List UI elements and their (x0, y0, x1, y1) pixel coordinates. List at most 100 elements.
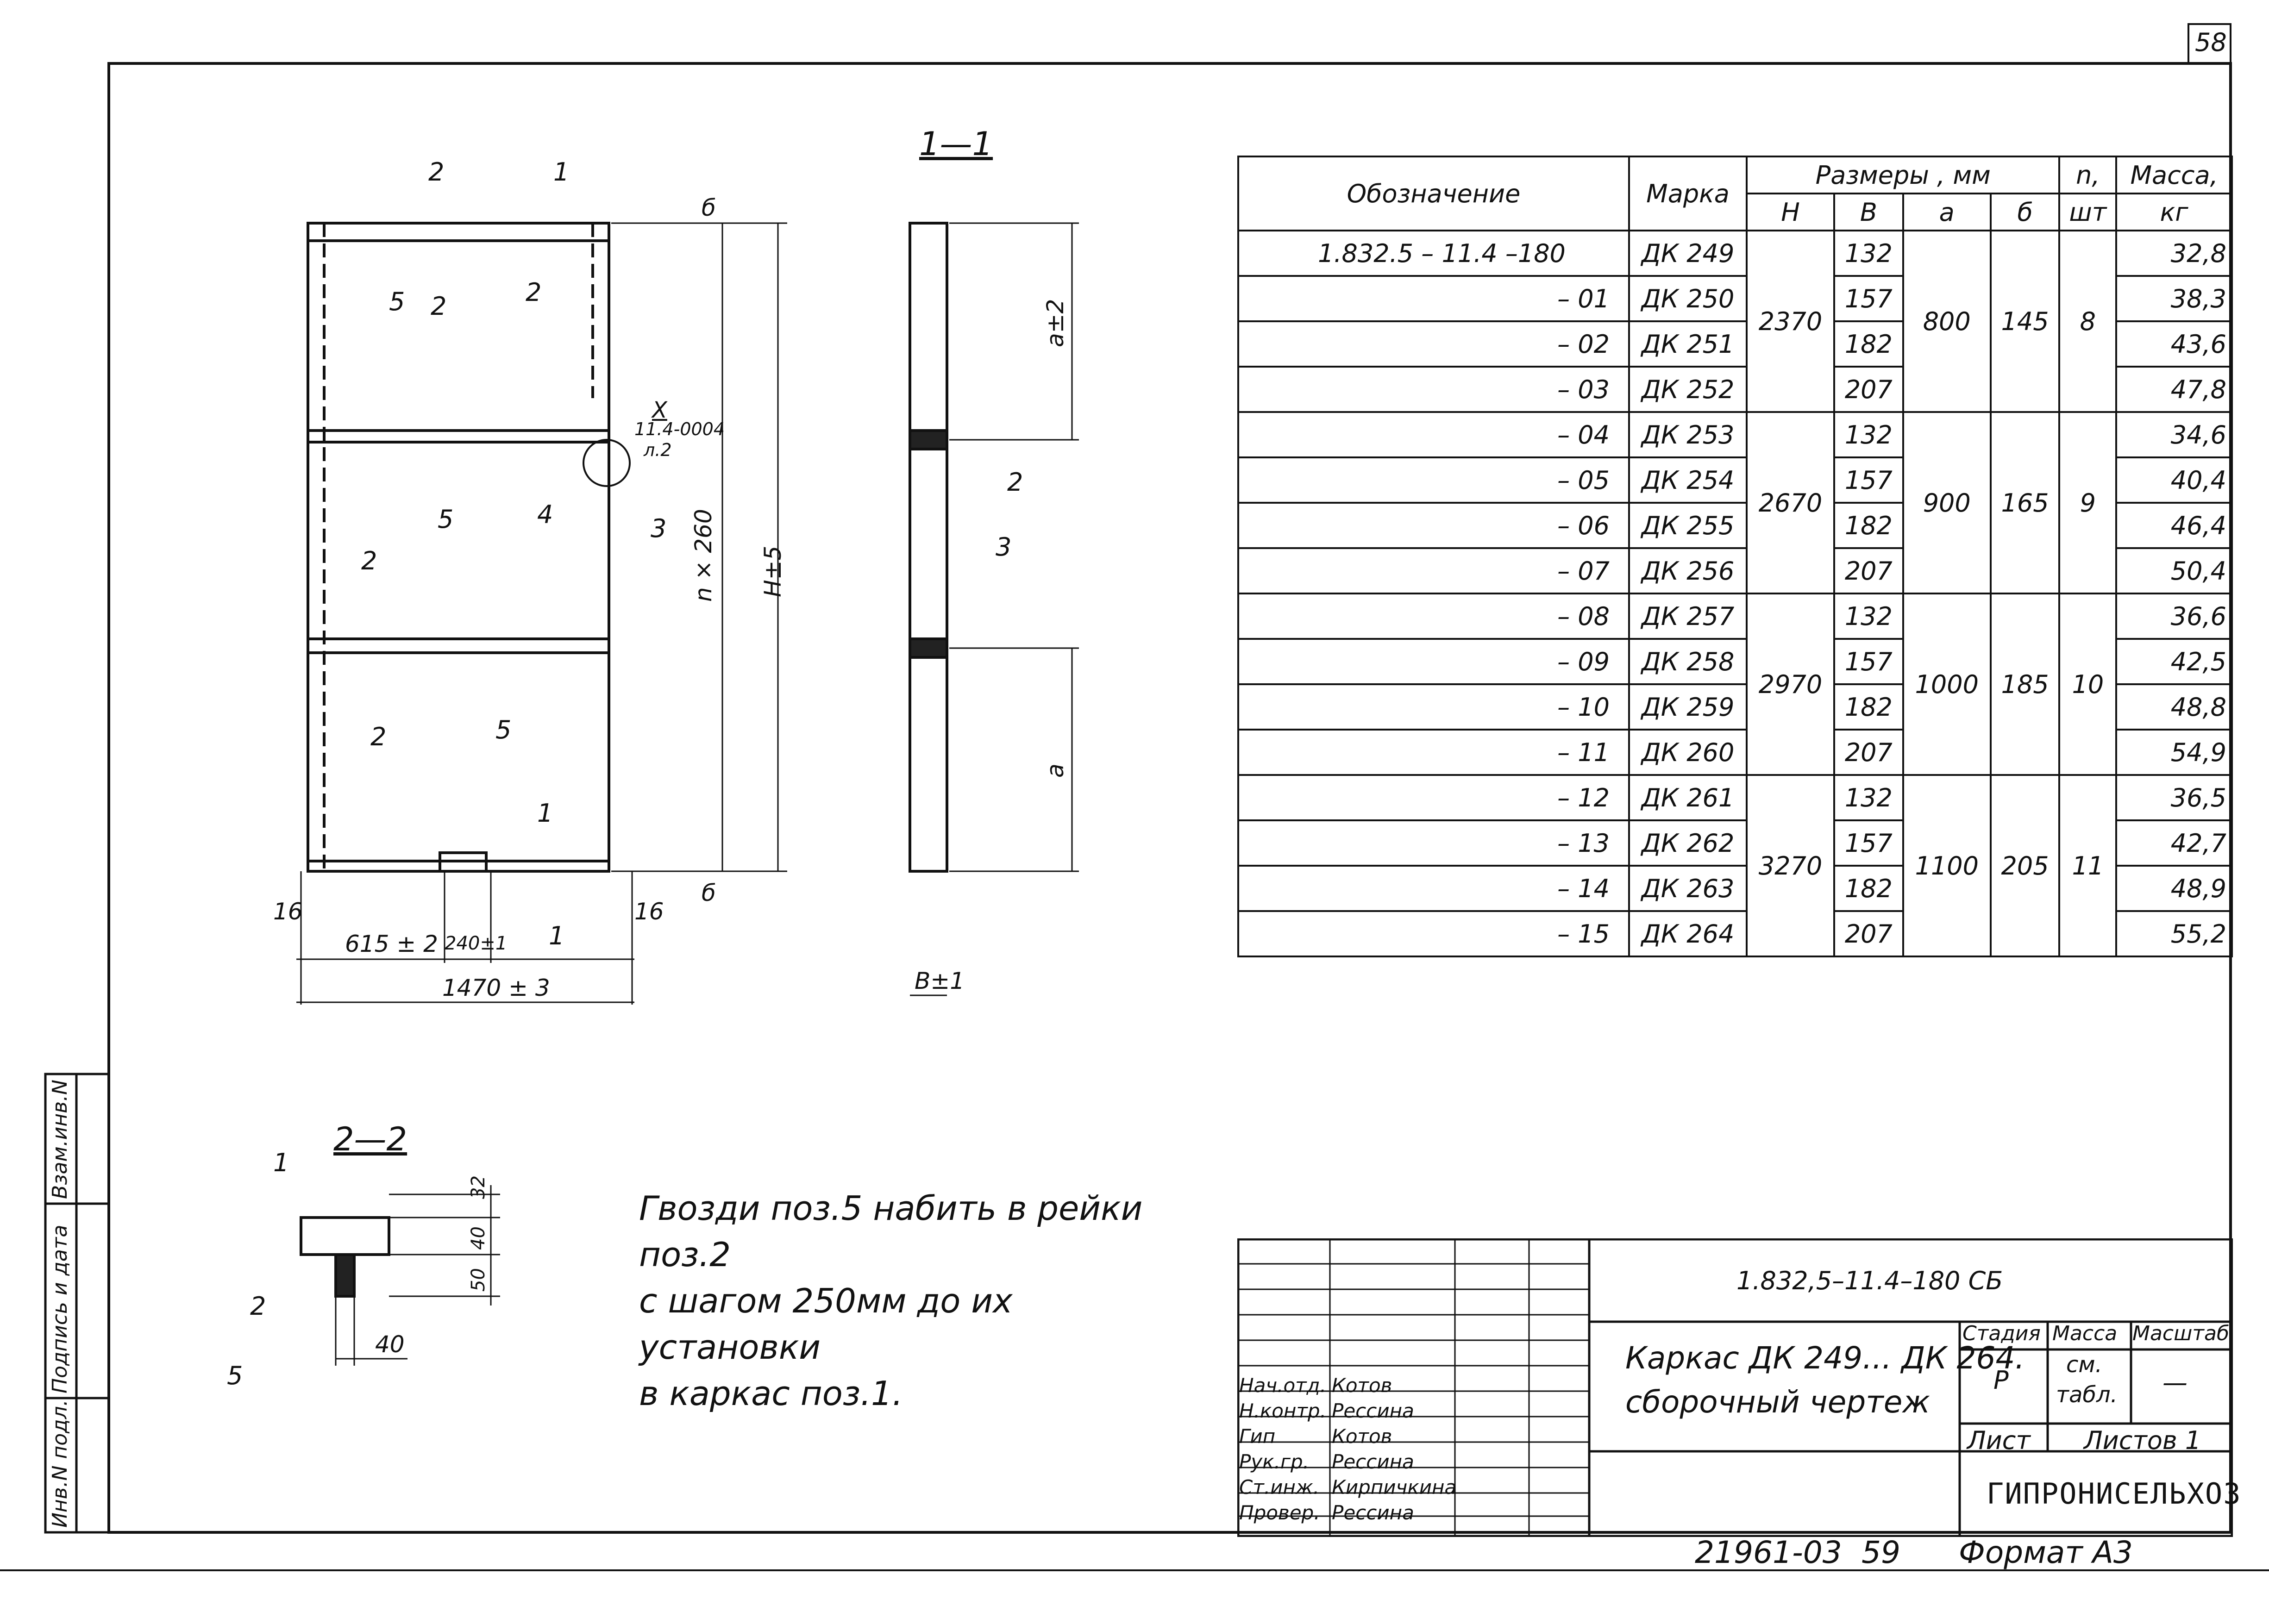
row-b: 182 (1833, 865, 1904, 912)
dim-b-bottom: б (702, 880, 716, 906)
main-label-2d: 2 (370, 722, 387, 751)
row-mass: 36,6 (2115, 593, 2233, 640)
sheets-header: Листов 1 (2084, 1426, 2201, 1455)
dim-width-half: 615 ± 2 (345, 931, 438, 957)
th-mark: Марка (1628, 156, 1748, 231)
row-mass: 32,8 (2115, 230, 2233, 277)
signature-role: Нач.отд. (1239, 1374, 1327, 1397)
row-mark: ДК 254 (1628, 456, 1748, 504)
row-designation: – 15 (1237, 910, 1630, 957)
node-ref-sheet: л.2 (644, 440, 672, 460)
main-label-2c: 2 (361, 546, 377, 575)
signature-row: Провер.Рессина (1239, 1501, 1536, 1527)
row-mark: ДК 261 (1628, 774, 1748, 821)
th-mass: Масса, (2115, 156, 2233, 194)
side-podpis: Подпись и дата (48, 1224, 72, 1393)
th-b: В (1833, 193, 1904, 231)
section-1-1-title: 1—1 (919, 125, 993, 163)
signature-name: Рессина (1332, 1501, 1414, 1524)
node-x-circle (583, 439, 631, 487)
signature-name: Кирпичкина (1332, 1476, 1457, 1499)
side-inv-podl: Инв.N подл. (48, 1399, 72, 1528)
row-a: 1100 (1902, 774, 1992, 957)
mass-header: Масса (2052, 1322, 2118, 1345)
row-mass: 48,8 (2115, 683, 2233, 731)
title-line-1: Каркас ДК 249... ДК 264. (1625, 1340, 2025, 1376)
row-mass: 36,5 (2115, 774, 2233, 821)
th-mass-unit: кг (2115, 193, 2233, 231)
row-mark: ДК 255 (1628, 502, 1748, 549)
row-a: 900 (1902, 411, 1992, 594)
section-2-2-bar (300, 1216, 390, 1256)
row-mark: ДК 259 (1628, 683, 1748, 731)
th-n: n, (2058, 156, 2118, 194)
row-mass: 48,9 (2115, 865, 2233, 912)
sheet-header: Лист (1967, 1426, 2031, 1455)
dim-b-top: б (702, 194, 716, 221)
row-mass: 34,6 (2115, 411, 2233, 458)
row-a: 800 (1902, 230, 1992, 413)
row-h: 2670 (1746, 411, 1835, 594)
row-mass: 54,9 (2115, 729, 2233, 776)
row-b2: 165 (1989, 411, 2061, 594)
row-mark: ДК 253 (1628, 411, 1748, 458)
doc-code: 1.832,5–11.4–180 СБ (1736, 1266, 2003, 1295)
signature-name: Котов (1332, 1374, 1392, 1397)
row-mass: 38,3 (2115, 275, 2233, 322)
section-label-2: 2 (1007, 468, 1023, 497)
main-dim-lines (296, 222, 787, 1005)
section-1-1-view (909, 222, 1079, 996)
scale-value: — (2162, 1368, 2188, 1397)
bottom-pad (439, 851, 488, 873)
signature-name: Рессина (1332, 1450, 1414, 1473)
main-label-2-top: 2 (428, 157, 445, 187)
row-b2: 145 (1989, 230, 2061, 413)
stage-header: Стадия (1962, 1322, 2041, 1345)
row-h: 3270 (1746, 774, 1835, 957)
main-label-1: 1 (537, 799, 553, 828)
row-designation: – 04 (1237, 411, 1630, 458)
th-a: а (1902, 193, 1992, 231)
row-b: 182 (1833, 683, 1904, 731)
section-post (909, 222, 948, 873)
row-h: 2370 (1746, 230, 1835, 413)
dim-left-edge: 16 (273, 898, 303, 925)
section-2-2-view (300, 1185, 500, 1366)
row-designation: – 01 (1237, 275, 1630, 322)
note-line-2: с шагом 250мм до их установки (639, 1281, 1013, 1367)
section-rail-2 (909, 637, 948, 659)
main-label-4: 4 (537, 500, 553, 529)
row-designation: – 12 (1237, 774, 1630, 821)
row-mass: 42,5 (2115, 638, 2233, 685)
row-b: 207 (1833, 729, 1904, 776)
signature-role: Н.контр. (1239, 1399, 1326, 1422)
row-mark: ДК 264 (1628, 910, 1748, 957)
row-mark: ДК 256 (1628, 547, 1748, 594)
row-b2: 205 (1989, 774, 2061, 957)
section-2-2-title: 2—2 (333, 1120, 407, 1158)
bottom-page: 59 (1862, 1535, 1900, 1570)
row-mass: 47,8 (2115, 366, 2233, 413)
row-mark: ДК 262 (1628, 819, 1748, 867)
mass-value-2: табл. (2056, 1382, 2118, 1408)
row-mark: ДК 258 (1628, 638, 1748, 685)
main-label-2b: 2 (526, 278, 542, 307)
dim-gap: 240±1 (445, 933, 508, 954)
row-mark: ДК 250 (1628, 275, 1748, 322)
signature-role: Гип (1239, 1425, 1276, 1448)
row-designation: – 03 (1237, 366, 1630, 413)
sec22-dim-50: 50 (468, 1268, 489, 1292)
row-mass: 43,6 (2115, 320, 2233, 368)
dim-right-edge: 16 (634, 898, 664, 925)
dim-total-width: 1470 ± 3 (442, 974, 550, 1001)
bottom-code: 21961-03 (1695, 1535, 1842, 1570)
